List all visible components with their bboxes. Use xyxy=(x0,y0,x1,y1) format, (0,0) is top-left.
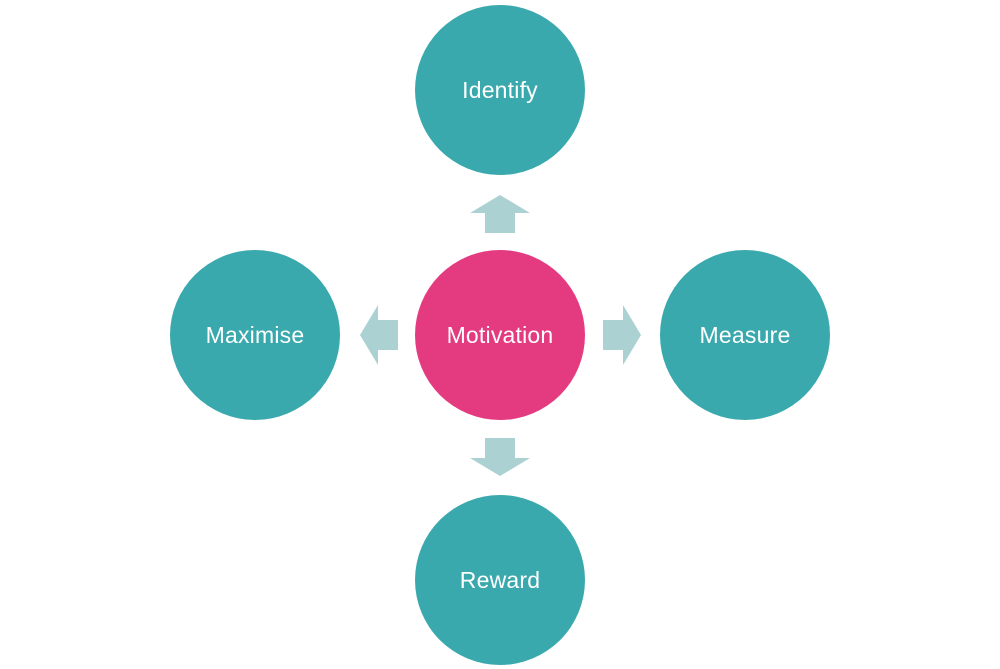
arrow-up-icon xyxy=(470,195,530,233)
arrow-down-icon xyxy=(470,438,530,476)
node-maximise-label: Maximise xyxy=(205,321,305,348)
node-motivation-label: Motivation xyxy=(446,321,554,348)
arrow-right-icon xyxy=(603,305,641,365)
node-measure: Measure xyxy=(660,250,830,420)
node-identify: Identify xyxy=(415,5,585,175)
node-reward: Reward xyxy=(415,495,585,665)
arrow-left-icon xyxy=(360,305,398,365)
node-reward-label: Reward xyxy=(459,566,541,593)
node-measure-label: Measure xyxy=(699,321,791,348)
node-maximise: Maximise xyxy=(170,250,340,420)
node-identify-label: Identify xyxy=(462,76,538,103)
node-motivation: Motivation xyxy=(415,250,585,420)
